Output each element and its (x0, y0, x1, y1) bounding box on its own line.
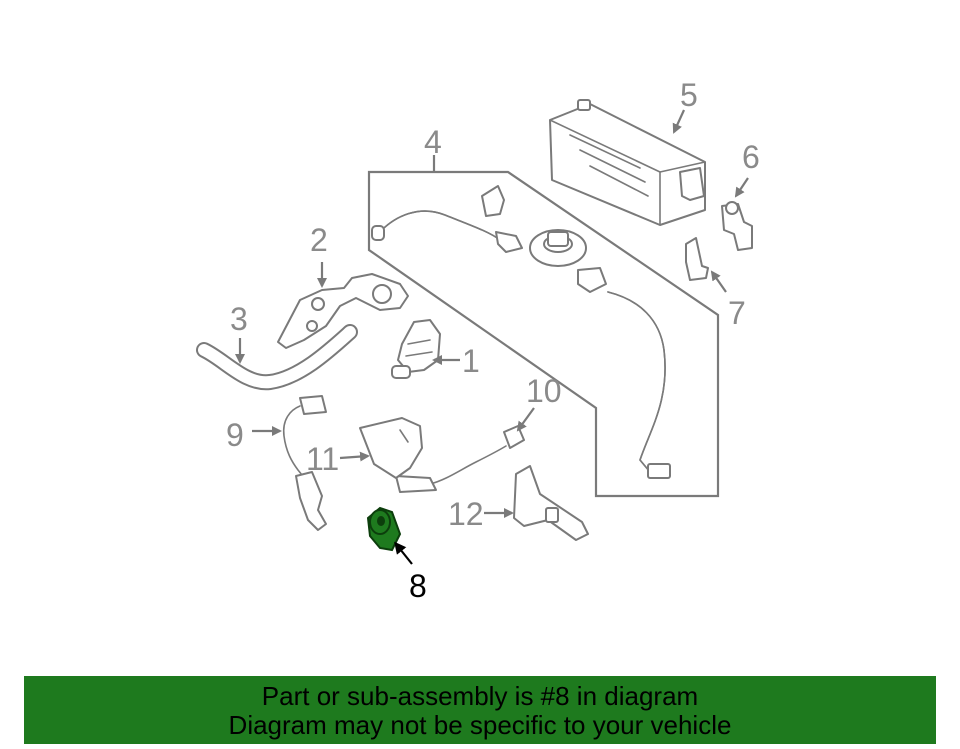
banner-line-1: Part or sub-assembly is #8 in diagram (261, 681, 699, 711)
callout-9: 9 (226, 417, 244, 453)
part-4-hose-assembly (371, 185, 671, 479)
part-7-connector (685, 237, 709, 281)
callout-8: 8 (409, 568, 427, 604)
part-11-heat-shield (359, 417, 423, 479)
part-1-valve (391, 319, 441, 379)
part-2-bracket (277, 273, 409, 349)
banner-line-2: Diagram may not be specific to your vehi… (228, 710, 732, 740)
callout-6-arrow (734, 177, 749, 198)
callout-12: 12 (448, 496, 484, 532)
part-8-knock-sensor[interactable] (366, 506, 402, 552)
part-3-hose (196, 324, 358, 391)
callout-1: 1 (462, 343, 480, 379)
callout-11: 11 (306, 441, 339, 477)
callout-5: 5 (680, 77, 698, 113)
callout-11-arrow (339, 451, 370, 462)
part-5-canister (549, 99, 706, 226)
callout-8-arrow (394, 541, 413, 565)
callout-2: 2 (310, 222, 328, 258)
callout-3: 3 (230, 301, 248, 337)
part-12-bracket (513, 465, 589, 541)
callout-7: 7 (728, 295, 746, 331)
part-6-valve (721, 201, 753, 251)
callout-10-arrow (516, 407, 535, 432)
callout-6: 6 (742, 139, 760, 175)
info-banner: Part or sub-assembly is #8 in diagram Di… (24, 676, 936, 744)
assembly-4-outline (367, 170, 720, 498)
callout-5-arrow (672, 109, 686, 134)
callout-7-arrow (710, 270, 727, 293)
callout-4: 4 (424, 124, 442, 160)
part-9-oxygen-sensor (282, 395, 327, 531)
callout-10: 10 (526, 373, 562, 409)
